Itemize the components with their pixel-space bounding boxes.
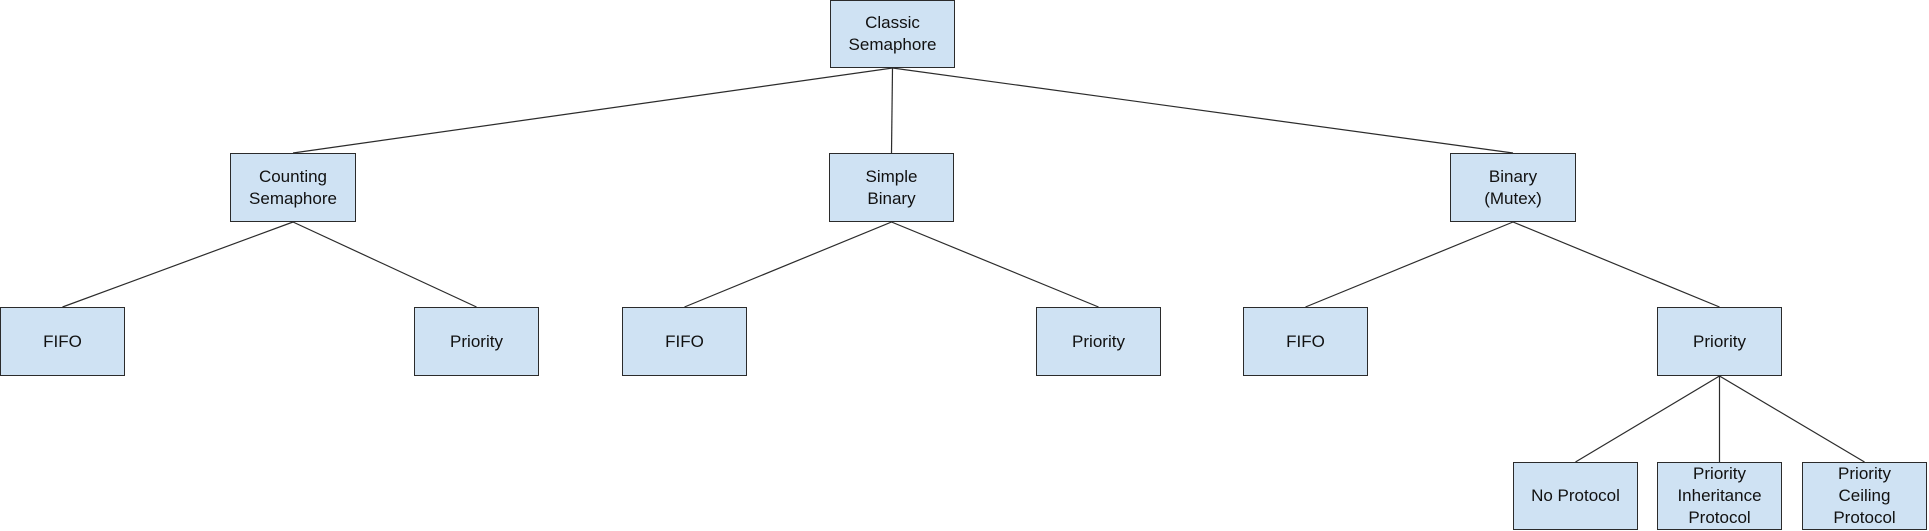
node-priority-ceiling-protocol: Priority Ceiling Protocol [1802, 462, 1927, 530]
edge-simple-to-simple-priority [891, 221, 1099, 308]
node-priority-inheritance-protocol: Priority Inheritance Protocol [1657, 462, 1782, 530]
node-simple-binary: Simple Binary [829, 153, 954, 222]
node-binary-mutex: Binary (Mutex) [1450, 153, 1576, 222]
edge-binary-to-binary-priority [1512, 221, 1720, 308]
edge-binary-to-binary-fifo [1305, 221, 1514, 308]
node-simple-fifo: FIFO [622, 307, 747, 376]
edge-counting-to-counting-fifo [62, 221, 294, 308]
node-counting-fifo: FIFO [0, 307, 125, 376]
node-counting-priority: Priority [414, 307, 539, 376]
node-counting-semaphore: Counting Semaphore [230, 153, 356, 222]
edge-binary-priority-to-no-protocol [1575, 375, 1720, 463]
edge-counting-to-counting-priority [292, 221, 477, 308]
node-binary-fifo: FIFO [1243, 307, 1368, 376]
edge-binary-priority-to-pcp [1719, 375, 1865, 463]
edge-classic-to-simple [890, 67, 894, 154]
node-no-protocol: No Protocol [1513, 462, 1638, 530]
edge-classic-to-counting [292, 67, 893, 154]
edge-classic-to-binary [892, 67, 1514, 154]
node-simple-priority: Priority [1036, 307, 1161, 376]
node-binary-priority: Priority [1657, 307, 1782, 376]
node-classic-semaphore: Classic Semaphore [830, 0, 955, 68]
edge-simple-to-simple-fifo [684, 221, 892, 308]
